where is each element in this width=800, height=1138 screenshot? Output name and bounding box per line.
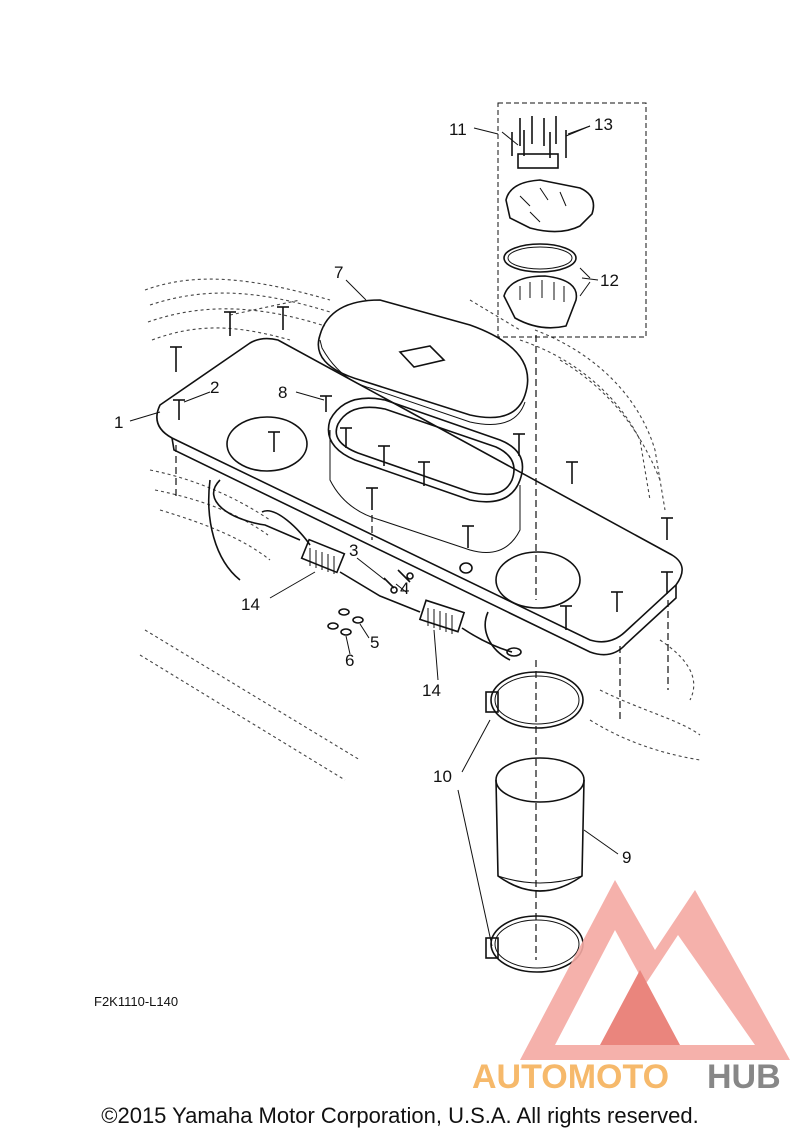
screw (418, 461, 430, 486)
ventilation-unit (497, 102, 647, 338)
screw (560, 605, 572, 630)
screw (566, 461, 578, 484)
watermark-text-hub: HUB (707, 1058, 781, 1096)
drawing-code: F2K1110-L140 (94, 994, 179, 1009)
screw (340, 427, 352, 448)
screws (170, 306, 673, 630)
callout-2: 2 (210, 378, 219, 397)
watermark-text-automoto: AUTOMOTO (472, 1058, 669, 1096)
callout-11: 11 (449, 120, 467, 139)
watermark-triangle-core (600, 970, 680, 1045)
screw (366, 487, 378, 510)
screw (661, 517, 673, 540)
callout-12: 12 (600, 271, 619, 290)
screw (224, 311, 236, 336)
callout-1: 1 (114, 413, 123, 432)
screw (513, 433, 525, 456)
callout-labels: 1 2 3 4 5 6 7 8 9 10 11 12 13 14 14 (114, 115, 631, 867)
screw (378, 445, 390, 466)
hatch-lid (317, 299, 529, 425)
deck-plate (156, 337, 683, 656)
hatch-springs (207, 479, 522, 661)
callout-3: 3 (349, 541, 358, 560)
callout-14: 14 (241, 595, 260, 614)
callout-6: 6 (345, 651, 354, 670)
screw (277, 306, 289, 330)
callout-9: 9 (622, 848, 631, 867)
callout-13: 13 (594, 115, 613, 134)
screw (173, 399, 185, 420)
screw (320, 395, 332, 412)
screw (268, 431, 280, 452)
callout-10: 10 (433, 767, 452, 786)
callout-5: 5 (370, 633, 379, 652)
callout-4: 4 (400, 579, 409, 598)
copyright-notice: ©2015 Yamaha Motor Corporation, U.S.A. A… (101, 1103, 699, 1128)
hose-clamp-bottom (485, 915, 584, 973)
watermark-triangle-inner (555, 930, 755, 1045)
leader-lines (129, 125, 619, 947)
callout-8: 8 (278, 383, 287, 402)
duct-hose (495, 757, 585, 892)
small-fasteners (327, 562, 473, 636)
automotohub-watermark: AUTOMOTO HUB (472, 880, 790, 1096)
screw (170, 346, 182, 372)
callout-14-second: 14 (422, 681, 441, 700)
hull-contours (139, 278, 701, 781)
screw (611, 591, 623, 612)
hose-clamp-top (485, 671, 584, 729)
screw (661, 571, 673, 594)
screw (462, 525, 474, 548)
alignment-lines (175, 335, 669, 960)
callout-7: 7 (334, 263, 343, 282)
